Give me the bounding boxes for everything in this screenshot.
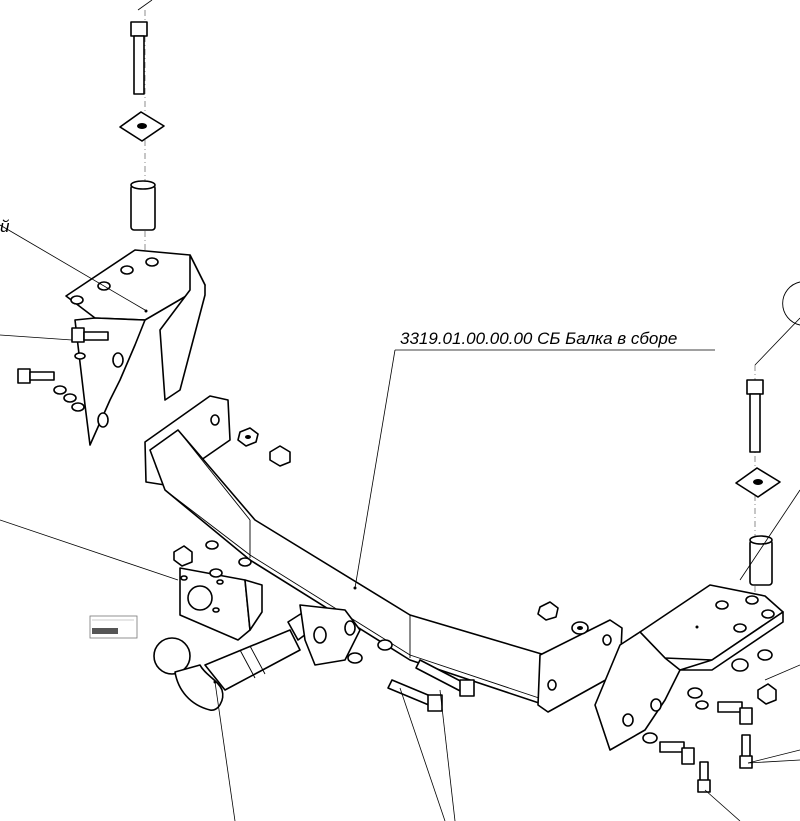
left-leader-label: й bbox=[0, 217, 10, 236]
right-square-washer bbox=[735, 467, 781, 498]
left-side-bracket bbox=[0, 224, 206, 446]
left-square-washer bbox=[119, 111, 165, 142]
socket-nameplate bbox=[89, 615, 138, 639]
right-side-bracket bbox=[594, 584, 784, 751]
tow-ball-hitch bbox=[153, 604, 361, 821]
left-spacer-sleeve bbox=[130, 180, 156, 231]
svg-text:й: й bbox=[0, 217, 10, 236]
hitch-bolts bbox=[347, 639, 475, 821]
beam-fasteners bbox=[237, 427, 589, 635]
right-spacer-sleeve bbox=[739, 489, 800, 586]
assembly-label: 3319.01.00.00.00 СБ Балка в сборе bbox=[354, 329, 715, 589]
right-hex-bolts-and-nuts bbox=[642, 649, 800, 821]
svg-text:3319.01.00.00.00 СБ Балка в сб: 3319.01.00.00.00 СБ Балка в сборе bbox=[400, 329, 677, 348]
left-hex-bolts bbox=[0, 327, 109, 412]
socket-fasteners bbox=[173, 540, 252, 578]
socket-plate bbox=[0, 519, 263, 641]
right-callout-circle bbox=[782, 281, 800, 326]
main-beam bbox=[144, 395, 623, 713]
